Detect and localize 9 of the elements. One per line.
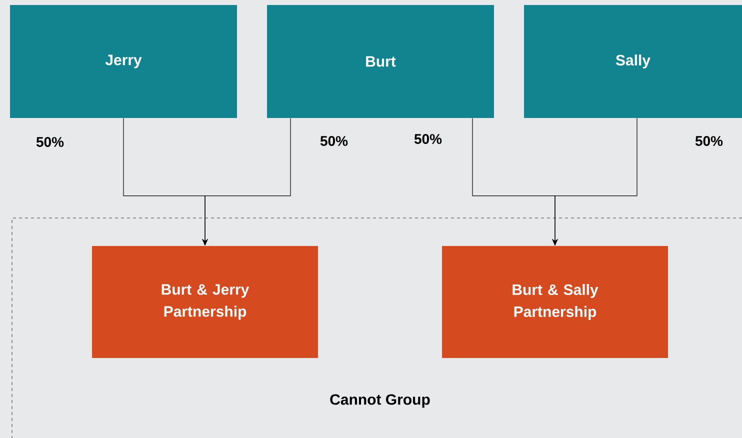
edge-label: 50% xyxy=(319,135,350,147)
process-box: Jerry xyxy=(10,5,237,118)
edge-label: 50% xyxy=(413,133,443,145)
process-box: Burt xyxy=(267,5,494,118)
edge-label: 50% xyxy=(35,136,66,148)
partnership-box: Burt & Jerry Partnership xyxy=(92,246,318,358)
process-box: Sally xyxy=(524,5,742,118)
edge-label: 50% xyxy=(694,135,724,147)
partnership-box: Burt & Sally Partnership xyxy=(442,246,668,358)
